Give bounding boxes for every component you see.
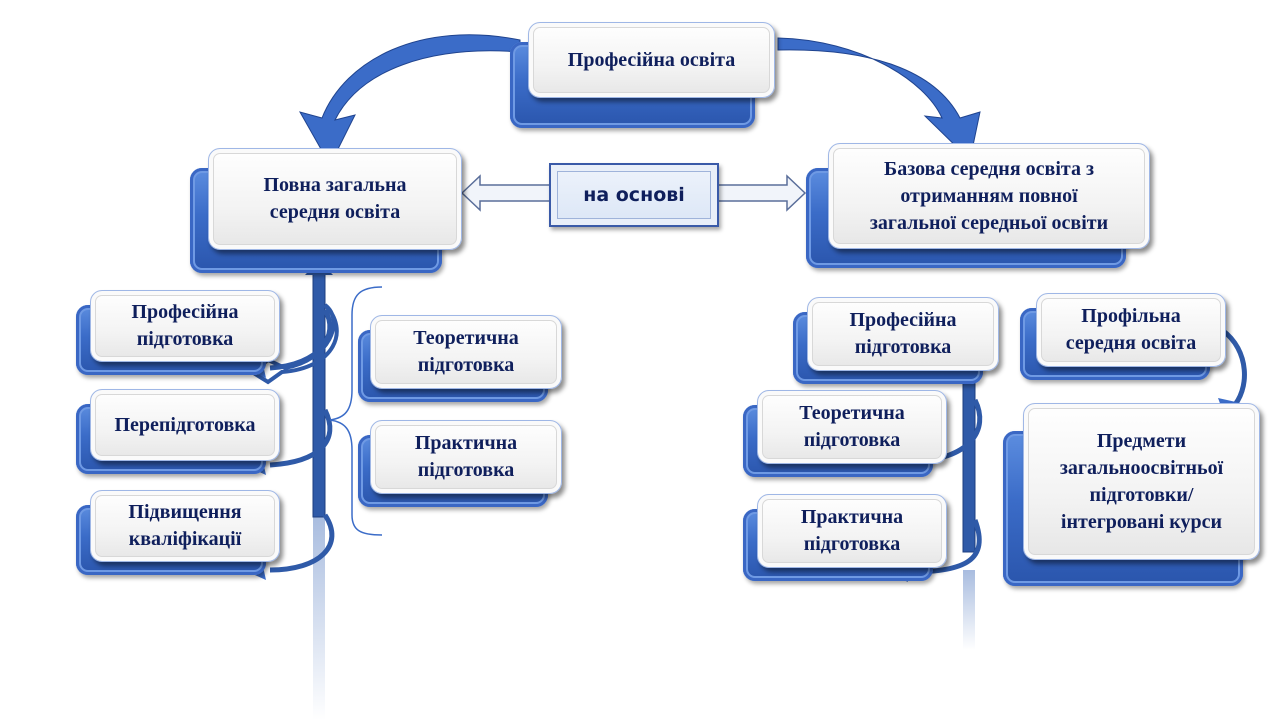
node-root-label: Професійна освіта (567, 48, 736, 71)
node-left-sub-2-label: Практична підготовка (414, 432, 518, 481)
node-basic-secondary-label: Базова середня освіта з отриманням повно… (869, 157, 1109, 234)
node-full-secondary-label: Повна загальна середня освіта (263, 174, 407, 223)
node-subjects-label: Предмети загальноосвітньої підготовки/ і… (1059, 429, 1224, 533)
double-arrow-left (460, 174, 551, 212)
basis-label: на основі (583, 184, 685, 206)
node-right-item-2-label: Теоретична підготовка (799, 402, 905, 451)
node-profile-label: Профільна середня освіта (1065, 305, 1197, 354)
stem-fade-right (963, 570, 975, 650)
stem-fade-left (313, 515, 325, 720)
node-left-item-1-label: Професійна підготовка (131, 301, 239, 350)
node-left-sub-1-label: Теоретична підготовка (413, 327, 519, 376)
stem-right (962, 369, 976, 553)
node-left-item-3-label: Підвищення кваліфікації (128, 501, 242, 550)
arc-arrow-right (777, 37, 981, 161)
node-left-item-2-label: Перепідготовка (114, 413, 256, 436)
arc-arrow-left (298, 34, 521, 167)
stem-left (312, 271, 326, 518)
double-arrow-right (714, 174, 807, 212)
node-right-item-3-label: Практична підготовка (800, 506, 904, 555)
node-right-item-1-label: Професійна підготовка (849, 309, 957, 358)
basis-label-box: на основі (549, 163, 719, 227)
